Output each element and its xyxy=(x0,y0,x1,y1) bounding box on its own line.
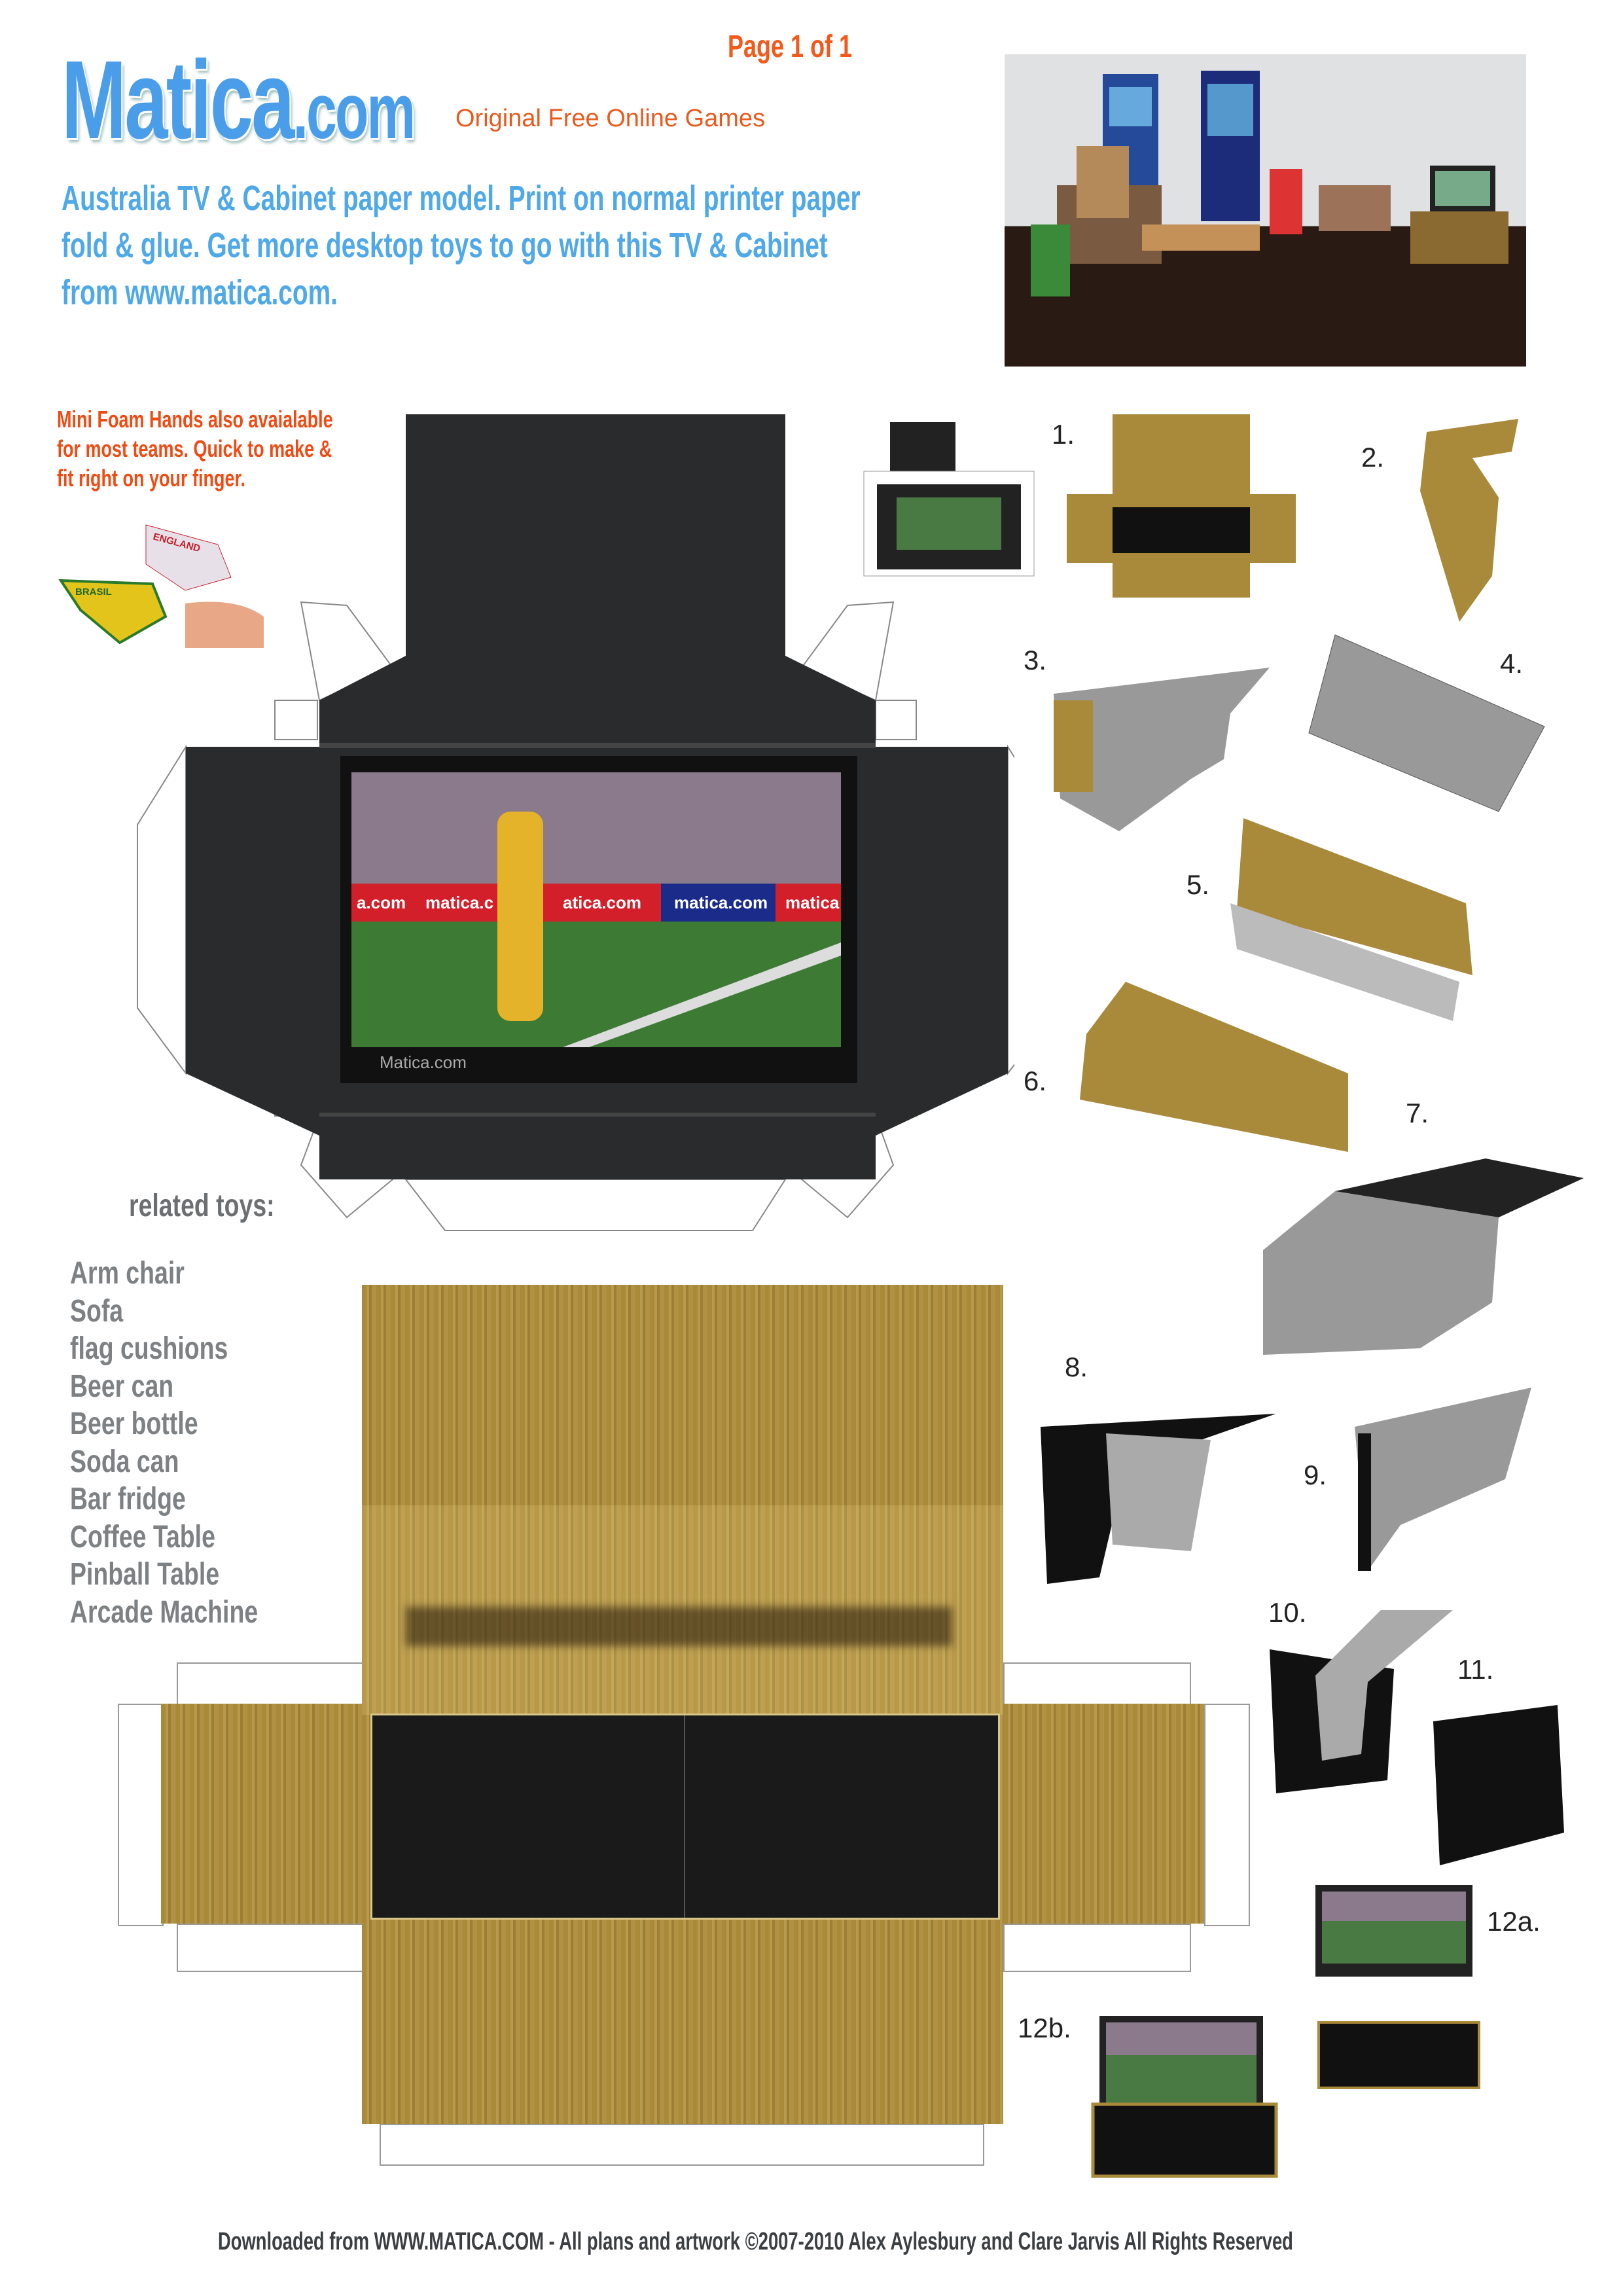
step-2-diagram xyxy=(1420,419,1518,622)
related-toy-link[interactable]: Bar fridge xyxy=(70,1482,186,1516)
step-5-diagram xyxy=(1230,818,1472,1021)
assembled-models-photo xyxy=(1005,54,1526,367)
tv-brand-label: Matica.com xyxy=(380,1052,467,1072)
step-label: 5. xyxy=(1186,869,1210,900)
related-toy-link[interactable]: Coffee Table xyxy=(70,1520,215,1554)
banner-text: a.com xyxy=(357,893,406,912)
related-toy-link[interactable]: Pinball Table xyxy=(70,1557,220,1592)
step-label: 11. xyxy=(1457,1654,1494,1685)
step-4-diagram xyxy=(1308,634,1545,812)
step-label: 10. xyxy=(1268,1597,1307,1628)
step-9-diagram xyxy=(1355,1388,1531,1571)
banner-text: matica xyxy=(785,893,840,912)
promo-line: fit right on your finger. xyxy=(57,465,245,492)
glue-tab xyxy=(118,1704,164,1926)
step-label: 1. xyxy=(1052,419,1075,450)
tagline: Original Free Online Games xyxy=(455,105,766,132)
description-line: Australia TV & Cabinet paper model. Prin… xyxy=(62,179,861,218)
cabinet-net xyxy=(362,1285,1003,2124)
page-number: Page 1 of 1 xyxy=(728,29,853,64)
step-1-diagram xyxy=(863,414,1296,598)
photo-illustration xyxy=(1031,71,1508,296)
description-line: from www.matica.com. xyxy=(62,273,338,312)
tv-net-template xyxy=(137,414,1014,1231)
assembly-steps-diagram xyxy=(863,414,1584,2178)
related-toy-link[interactable]: flag cushions xyxy=(70,1331,228,1366)
related-toy-link[interactable]: Beer can xyxy=(70,1369,174,1404)
promo-line: Mini Foam Hands also avaialable xyxy=(57,406,333,433)
related-toy-link[interactable]: Arcade Machine xyxy=(70,1595,259,1630)
related-toy-link[interactable]: Beer bottle xyxy=(70,1407,198,1441)
cabinet-side-left xyxy=(161,1704,362,1924)
banner-text: matica.com xyxy=(674,893,768,912)
promo-line: for most teams. Quick to make & xyxy=(57,435,332,462)
glue-tab xyxy=(177,1662,365,1706)
step-8-diagram xyxy=(1041,1414,1276,1584)
step-10-diagram xyxy=(1270,1610,1453,1793)
step-6-diagram xyxy=(1080,982,1348,1152)
glue-tab xyxy=(177,1924,365,1972)
logo-text: Matica xyxy=(62,38,294,162)
glue-tab xyxy=(380,2124,984,2166)
step-label: 8. xyxy=(1065,1352,1088,1382)
step-7-diagram xyxy=(1263,1158,1584,1355)
description-line: fold & glue. Get more desktop toys to go… xyxy=(62,226,828,265)
banner-text: matica.c xyxy=(425,893,494,912)
step-label: 4. xyxy=(1500,648,1524,679)
cabinet-front-panel xyxy=(370,1713,1000,1920)
related-toy-link[interactable]: Sofa xyxy=(70,1294,124,1329)
step-label: 12b. xyxy=(1018,2013,1071,2043)
step-11-diagram xyxy=(1433,1705,1564,1865)
step-label: 7. xyxy=(1406,1098,1429,1128)
step-label: 12a. xyxy=(1487,1906,1541,1937)
related-toys-title: related toys: xyxy=(129,1189,275,1223)
step-label: 3. xyxy=(1024,645,1047,675)
step-label: 2. xyxy=(1361,442,1385,473)
step-3-diagram xyxy=(1054,668,1270,831)
related-toy-link[interactable]: Arm chair xyxy=(70,1256,185,1291)
glue-tab xyxy=(1204,1704,1250,1926)
step-label: 6. xyxy=(1024,1066,1047,1096)
logo-suffix: .com xyxy=(293,67,416,155)
related-toy-link[interactable]: Soda can xyxy=(70,1444,179,1479)
hand-label-brasil: BRASIL xyxy=(75,586,112,598)
foam-hands-image: ENGLAND BRASIL xyxy=(54,505,264,648)
glue-tab xyxy=(1003,1924,1191,1972)
banner-text: atica.com xyxy=(563,893,641,912)
step-label: 9. xyxy=(1304,1460,1327,1490)
slot-shadow xyxy=(406,1607,952,1646)
copyright-footer: Downloaded from WWW.MATICA.COM - All pla… xyxy=(218,2228,1293,2255)
matica-logo[interactable]: Matica.com xyxy=(62,36,416,164)
cabinet-side-right xyxy=(1003,1704,1204,1924)
step-12a-diagram xyxy=(1315,1885,1480,2089)
step-12b-diagram xyxy=(1091,2016,1278,2178)
